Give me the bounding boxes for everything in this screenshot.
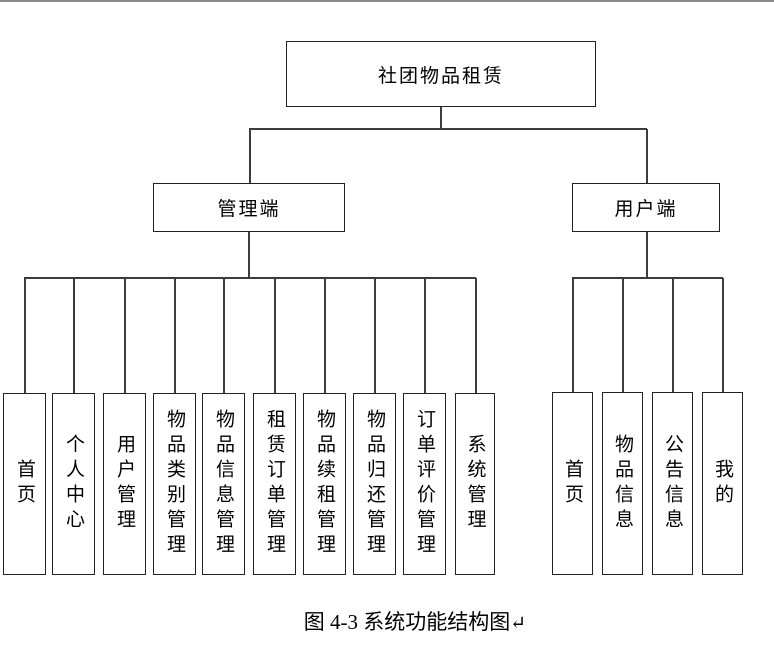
paragraph-return-icon: ↵ [510,613,527,634]
connector-drop [274,278,276,393]
leaf-node-admin-item-info-management: 物品信息管理 [202,393,245,575]
connector-drop [124,278,126,393]
connector-drop [672,278,674,392]
leaf-node-admin-item-return-management: 物品归还管理 [353,393,396,575]
leaf-node-admin-personal-center: 个人中心 [52,393,95,575]
leaf-node-admin-system-management: 系统管理 [455,393,495,575]
connector-drop [324,278,326,393]
leaf-label: 公告信息 [662,433,683,534]
leaf-label: 系统管理 [464,434,486,534]
leaf-node-admin-home: 首页 [3,393,46,575]
leaf-node-admin-item-category-management: 物品类别管理 [153,393,196,575]
leaf-label: 个人中心 [63,434,84,534]
leaf-node-user-mine: 我的 [702,392,743,575]
connector-admin-down [248,232,250,278]
leaf-label: 订单评价管理 [414,409,435,559]
root-node: 社团物品租赁 [286,41,596,107]
connector-drop [73,278,75,393]
leaf-node-admin-rental-order-management: 租赁订单管理 [253,393,296,575]
connector-root-down [440,107,442,129]
leaf-label: 物品类别管理 [164,409,185,559]
connector-to-user [646,129,648,183]
leaf-label: 物品信息管理 [213,409,234,559]
leaf-label: 首页 [562,458,583,509]
connector-drop [722,278,724,392]
connector-drop [223,278,225,393]
figure-caption: 图 4-3 系统功能结构图↵ [304,606,526,636]
leaf-node-admin-item-renewal-management: 物品续租管理 [303,393,346,575]
leaf-node-admin-order-review-management: 订单评价管理 [403,393,446,575]
connector-to-admin [249,129,251,183]
branch-node-admin: 管理端 [153,183,345,232]
leaf-label: 物品归还管理 [364,409,385,559]
figure-caption-text: 图 4-3 系统功能结构图 [303,610,511,634]
connector-drop [622,278,624,392]
connector-drop [24,278,26,393]
connector-user-down [646,232,648,278]
leaf-node-user-announcement-info: 公告信息 [652,392,693,575]
connector-drop [374,278,376,393]
leaf-node-user-item-info: 物品信息 [602,392,643,575]
connector-admin-bus [24,277,476,279]
leaf-node-user-home: 首页 [552,392,593,575]
connector-drop [572,278,574,392]
leaf-label: 物品续租管理 [314,409,335,559]
leaf-label: 我的 [712,458,733,509]
connector-drop [475,278,477,393]
connector-user-bus [572,277,723,279]
page-divider-rule [0,0,774,2]
connector-drop [174,278,176,393]
branch-node-user: 用户端 [572,183,720,232]
leaf-label: 用户管理 [114,434,135,534]
leaf-node-admin-user-management: 用户管理 [103,393,146,575]
root-node-label: 社团物品租赁 [377,65,504,87]
leaf-label: 首页 [14,459,35,509]
leaf-label: 租赁订单管理 [264,409,285,559]
leaf-label: 物品信息 [612,433,633,534]
branch-node-admin-label: 管理端 [217,199,281,220]
branch-node-user-label: 用户端 [614,199,678,220]
connector-level1-horizontal [249,128,647,130]
connector-drop [424,278,426,393]
